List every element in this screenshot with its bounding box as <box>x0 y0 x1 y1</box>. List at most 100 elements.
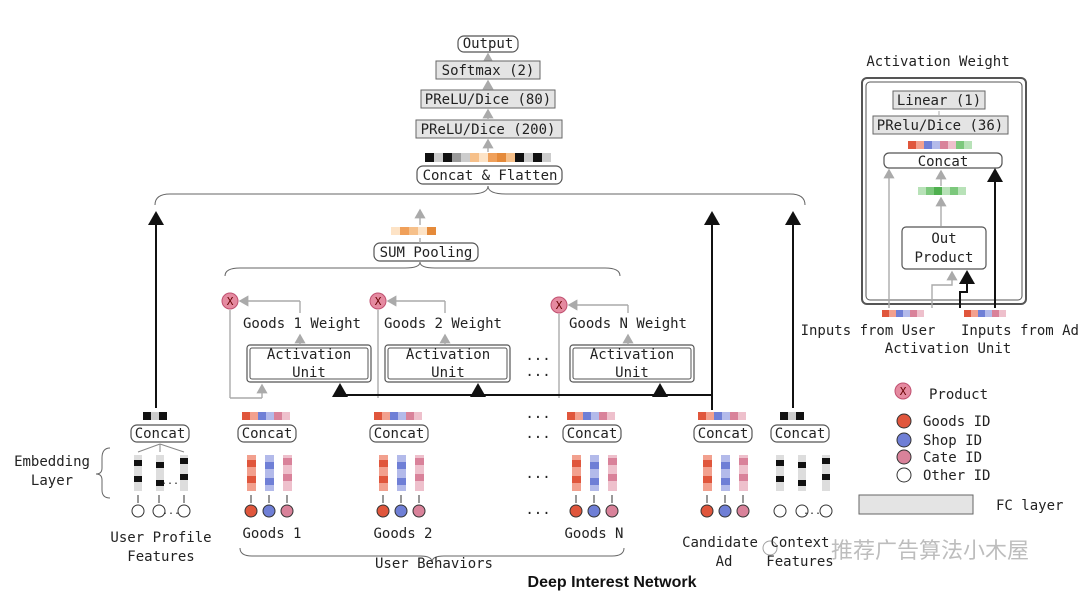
goods2-concat <box>369 424 429 443</box>
inset-concat-embedding <box>908 141 972 149</box>
sum-pooling-brace <box>224 261 621 277</box>
goods1-branch: X Goods 1 Weight Activation Unit <box>221 292 372 399</box>
legend-fc-layer-swatch <box>858 494 974 515</box>
softmax-label: Softmax (2) <box>442 63 535 79</box>
inset-linear-label: Linear (1) <box>897 93 981 109</box>
inset-user-input-embedding <box>882 310 924 317</box>
candidate-ad-concat-label: Concat <box>698 426 749 442</box>
activation-unit-1-line2: Unit <box>292 365 326 381</box>
sum-pooling-box <box>373 242 479 262</box>
pooled-embedding <box>391 227 436 235</box>
flatten-embedding-strip <box>425 153 551 162</box>
activation-weight-inset: Activation Weight Linear (1) PRelu/Dice … <box>801 54 1079 357</box>
inset-concat-box <box>883 152 1003 169</box>
product-node-1 <box>221 292 239 310</box>
goodsN-input: Concat Goods N <box>562 412 624 542</box>
top-tower: Output Softmax (2) PReLU/Dice (80) PReLU… <box>154 35 806 206</box>
legend-shop-id-label: Shop ID <box>923 433 982 449</box>
user-profile-embeddings <box>134 455 188 491</box>
ellipsis-activation: ... <box>525 348 550 364</box>
goods2-label: Goods 2 <box>373 526 432 542</box>
candidate-ad-input: Concat Candidate Ad <box>682 412 758 570</box>
user-profile-group: Concat ... ... User Profile Features <box>110 412 212 565</box>
goodsN-weight-label: Goods N Weight <box>569 316 687 332</box>
inputs-user-line2: Activation Unit <box>885 341 1011 357</box>
goodsN-branch: X Goods N Weight Activation Unit <box>550 296 695 398</box>
inset-concat-label: Concat <box>918 154 969 170</box>
activation-unit-n-line1: Activation <box>590 347 674 363</box>
ellipsis-activation-2: ... <box>525 364 550 380</box>
prelu200-layer <box>415 119 563 139</box>
out-product-line1: Out <box>931 231 956 247</box>
product-node-n-symbol: X <box>556 299 563 312</box>
inset-title: Activation Weight <box>866 54 1009 70</box>
context-input: Concat ... Context Features <box>766 412 834 570</box>
goods1-weight-label: Goods 1 Weight <box>243 316 361 332</box>
inputs-ad-label: Inputs from Ad <box>961 323 1079 339</box>
goods2-concat-label: Concat <box>374 426 425 442</box>
legend-other-id-label: Other ID <box>923 468 990 484</box>
legend-shop-id-icon <box>896 432 912 448</box>
activation-unit-1-line1: Activation <box>267 347 351 363</box>
output-box <box>457 35 519 53</box>
candidate-ad-label-line1: Candidate <box>682 535 758 551</box>
goods2-branch: X Goods 2 Weight Activation Unit <box>369 292 511 398</box>
ellipsis-inputs-1: ... <box>525 406 550 422</box>
prelu200-label: PReLU/Dice (200) <box>421 122 556 138</box>
activation-unit-n-line2: Unit <box>615 365 649 381</box>
context-concat <box>770 424 830 443</box>
inset-linear-layer <box>892 90 986 110</box>
user-profile-label-line1: User Profile <box>110 530 211 546</box>
context-label-line1: Context <box>770 535 829 551</box>
goodsN-concat-label: Concat <box>567 426 618 442</box>
watermark-text: 推荐广告算法小木屋 <box>831 538 1029 563</box>
user-profile-ellipsis-2: ... <box>162 506 180 517</box>
context-ellipsis: ... <box>803 506 821 517</box>
context-concat-label: Concat <box>775 426 826 442</box>
legend-cate-id-label: Cate ID <box>923 450 982 466</box>
user-profile-concat-label: Concat <box>135 426 186 442</box>
concat-flatten-box <box>416 165 563 185</box>
product-node-2 <box>369 292 387 310</box>
ellipsis-inputs-3: ... <box>525 466 550 482</box>
goods2-weight-label: Goods 2 Weight <box>384 316 502 332</box>
legend-fc-layer-label: FC layer <box>996 498 1063 514</box>
candidate-ad-concat <box>693 424 753 443</box>
softmax-layer <box>435 60 541 80</box>
ellipsis-inputs-4: ... <box>525 502 550 518</box>
legend-product-icon <box>894 382 912 400</box>
legend-other-id-icon <box>896 467 912 483</box>
goods1-input: Concat Goods 1 <box>237 412 302 542</box>
inset-product-embedding <box>918 187 966 195</box>
embedding-layer-line1: Embedding <box>14 454 90 470</box>
watermark: 推荐广告算法小木屋 <box>762 538 1029 563</box>
product-node-1-symbol: X <box>227 295 234 308</box>
goods1-concat <box>237 424 297 443</box>
inset-prelu-label: PRelu/Dice (36) <box>877 118 1003 134</box>
legend-cate-id-icon <box>896 449 912 465</box>
embedding-layer-line2: Layer <box>31 473 73 489</box>
goods1-label: Goods 1 <box>242 526 301 542</box>
wechat-icon <box>762 540 778 556</box>
embedding-brace <box>95 447 111 499</box>
product-node-2-symbol: X <box>375 295 382 308</box>
goods2-input: Concat Goods 2 <box>369 412 433 542</box>
sum-pooling-label: SUM Pooling <box>380 245 473 261</box>
diagram-title: Deep Interest Network <box>528 574 697 591</box>
activation-unit-2-line2: Unit <box>431 365 465 381</box>
prelu80-label: PReLU/Dice (80) <box>425 92 551 108</box>
legend-product-symbol: X <box>900 385 907 398</box>
activation-unit-n <box>569 344 695 383</box>
legend-goods-id-label: Goods ID <box>923 414 990 430</box>
user-profile-label-line2: Features <box>127 549 194 565</box>
goodsN-label: Goods N <box>564 526 623 542</box>
legend: X Product Goods ID Shop ID Cate ID Other… <box>858 382 1063 515</box>
user-behaviors-label: User Behaviors <box>375 556 493 572</box>
ellipsis-inputs-2: ... <box>525 426 550 442</box>
legend-product-label: Product <box>929 387 988 403</box>
candidate-ad-label-line2: Ad <box>716 554 733 570</box>
inputs-user-line1: Inputs from User <box>801 323 936 339</box>
inset-prelu-layer <box>872 115 1009 135</box>
out-product-box <box>901 226 987 270</box>
